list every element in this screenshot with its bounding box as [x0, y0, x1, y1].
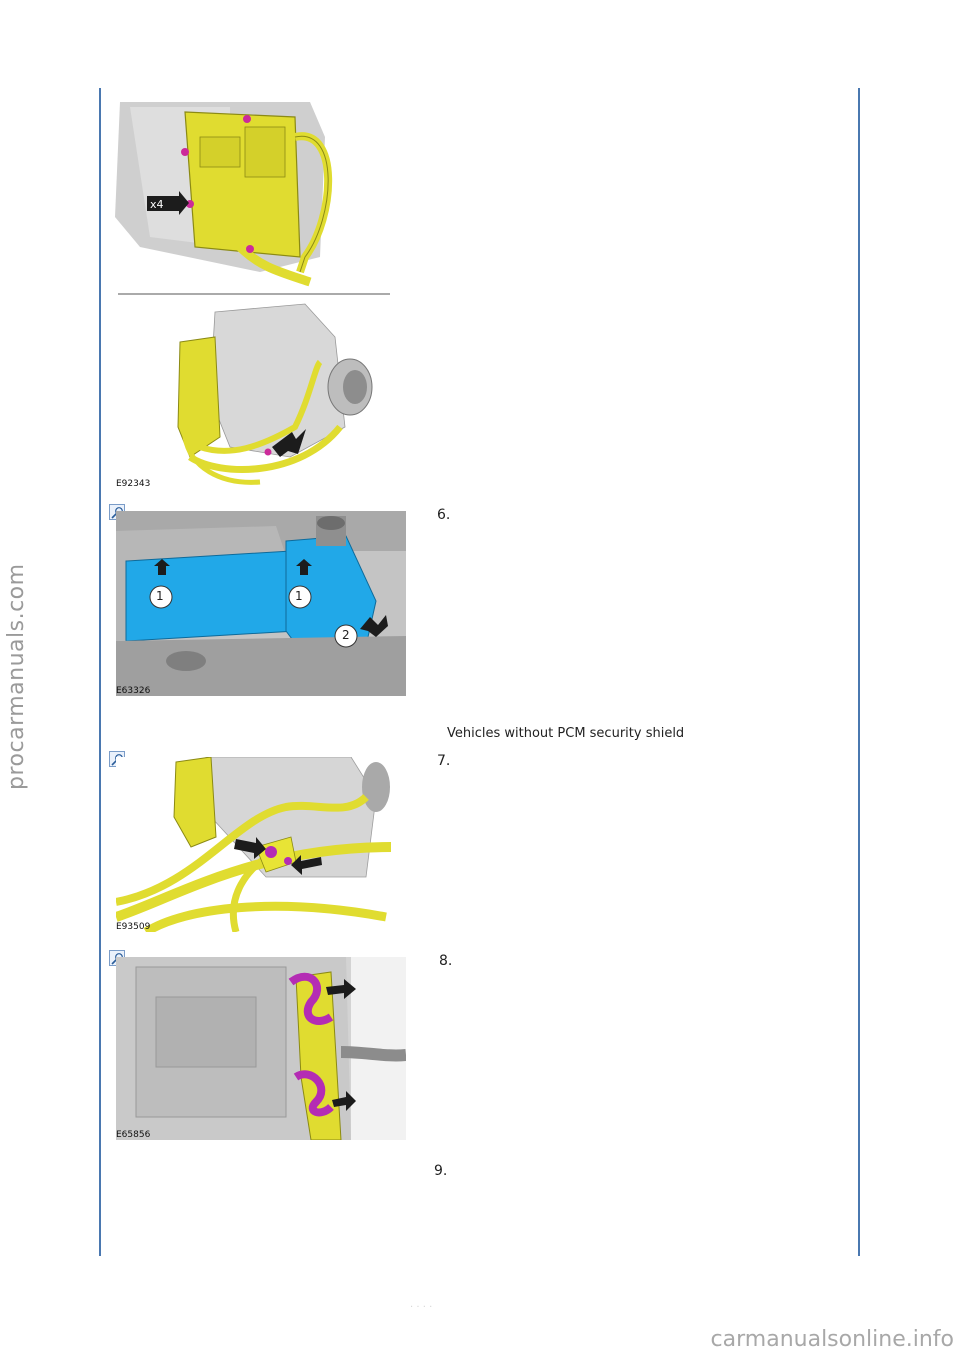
callout-label: 2	[342, 628, 350, 642]
step-number: 8.	[439, 953, 453, 969]
step-number: 7.	[437, 753, 451, 769]
callout-label: 1	[295, 589, 303, 603]
footer-faint-text: · · · ·	[410, 1302, 433, 1313]
figure-e92343	[110, 97, 400, 492]
side-watermark: procarmanuals.com	[4, 563, 29, 790]
figure-e93509	[116, 757, 391, 932]
bottom-watermark: carmanualsonline.info	[710, 1327, 954, 1352]
step-number: 6.	[437, 507, 451, 523]
figure-code: E65856	[116, 1130, 151, 1140]
left-margin-rule	[99, 88, 101, 1256]
callout-label: 1	[156, 589, 164, 603]
figure-e65856	[116, 957, 406, 1140]
x4-callout-label: x4	[150, 198, 164, 211]
section-caption: Vehicles without PCM security shield	[447, 726, 685, 741]
figure-code: E63326	[116, 686, 151, 696]
figure-e63326	[116, 511, 406, 696]
figure-code: E93509	[116, 922, 151, 932]
figure-code: E92343	[116, 479, 151, 489]
right-margin-rule	[858, 88, 860, 1256]
step-number: 9.	[434, 1163, 448, 1179]
